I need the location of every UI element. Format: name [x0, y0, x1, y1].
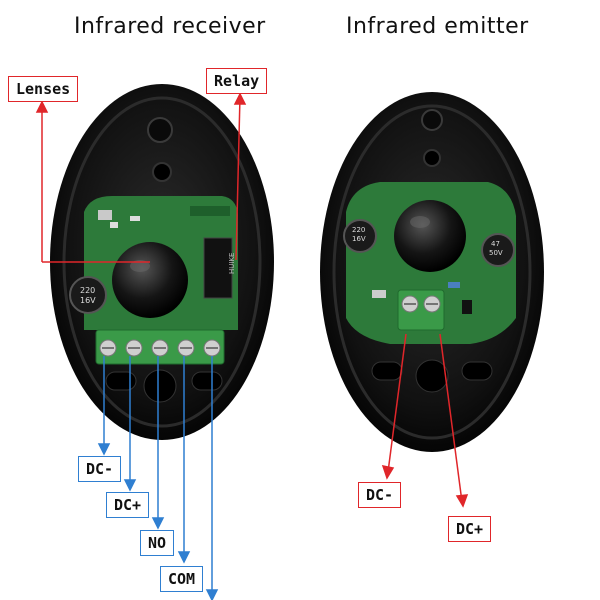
receiver-callout-lines: [35, 92, 247, 263]
emitter-pcb: 220 16V 47 50V: [343, 182, 516, 393]
receiver-relay-text: HUIKE: [228, 253, 236, 274]
receiver-title: Infrared receiver: [74, 14, 266, 39]
receiver-terminal-dc-plus: DC+: [106, 492, 150, 518]
svg-text:47: 47: [491, 240, 500, 248]
emitter-lens: [394, 200, 466, 272]
lenses-label: Lenses: [8, 76, 79, 102]
relay-label: Relay: [206, 68, 268, 94]
receiver-terminal-lines: [97, 356, 219, 600]
receiver-terminal-no: NO: [140, 530, 175, 556]
emitter-terminal-dc-minus: DC-: [358, 482, 402, 508]
receiver-lens: [112, 242, 188, 318]
receiver-terminal-com: COM: [160, 566, 204, 592]
emitter-terminal-dc-plus: DC+: [448, 516, 492, 542]
receiver-pcb: 220 16V HUIKE: [69, 196, 238, 403]
svg-text:220: 220: [352, 226, 365, 234]
svg-text:50V: 50V: [489, 249, 503, 257]
svg-text:16V: 16V: [80, 296, 96, 305]
svg-text:16V: 16V: [352, 235, 366, 243]
receiver-capacitor-label: 220: [80, 286, 95, 295]
emitter-terminal-lines: [381, 333, 469, 508]
receiver-terminal-dc-minus: DC-: [78, 456, 122, 482]
emitter-title: Infrared emitter: [346, 14, 529, 39]
